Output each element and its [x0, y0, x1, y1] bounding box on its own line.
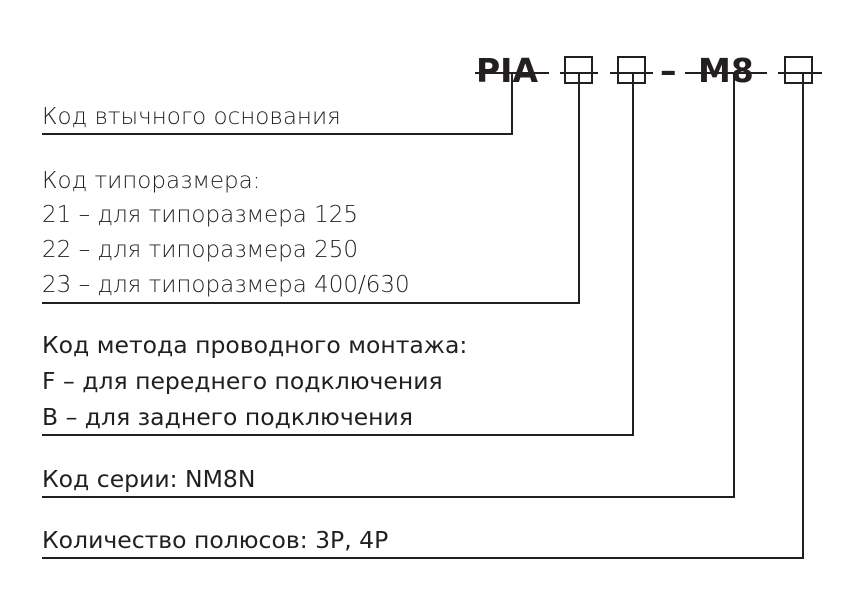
frame-size-option: 21 – для типоразмера 125: [42, 202, 358, 228]
frame-size-option: 22 – для типоразмера 250: [42, 237, 358, 263]
poles-label: Количество полюсов: 3P, 4P: [42, 526, 388, 554]
placeholder-box-wiring: [617, 56, 646, 84]
frame-size-title: Код типоразмера:: [42, 168, 260, 194]
plug-base-label: Код втычного основания: [42, 104, 341, 130]
code-series: M8: [698, 51, 754, 90]
wiring-option: B – для заднего подключения: [42, 403, 413, 431]
leader-poles: [42, 73, 804, 559]
frame-size-option: 23 – для типоразмера 400/630: [42, 272, 410, 298]
placeholder-box-poles: [784, 56, 813, 84]
wiring-option: F – для переднего подключения: [42, 367, 443, 395]
code-prefix: PIA: [476, 51, 538, 90]
leader-frame-size: [42, 73, 580, 304]
leader-series: [42, 73, 735, 498]
leader-wiring: [42, 73, 634, 436]
leader-plug-base: [42, 73, 513, 135]
code-dash: –: [660, 51, 677, 90]
series-label: Код серии: NM8N: [42, 465, 255, 493]
wiring-title: Код метода проводного монтажа:: [42, 331, 467, 359]
